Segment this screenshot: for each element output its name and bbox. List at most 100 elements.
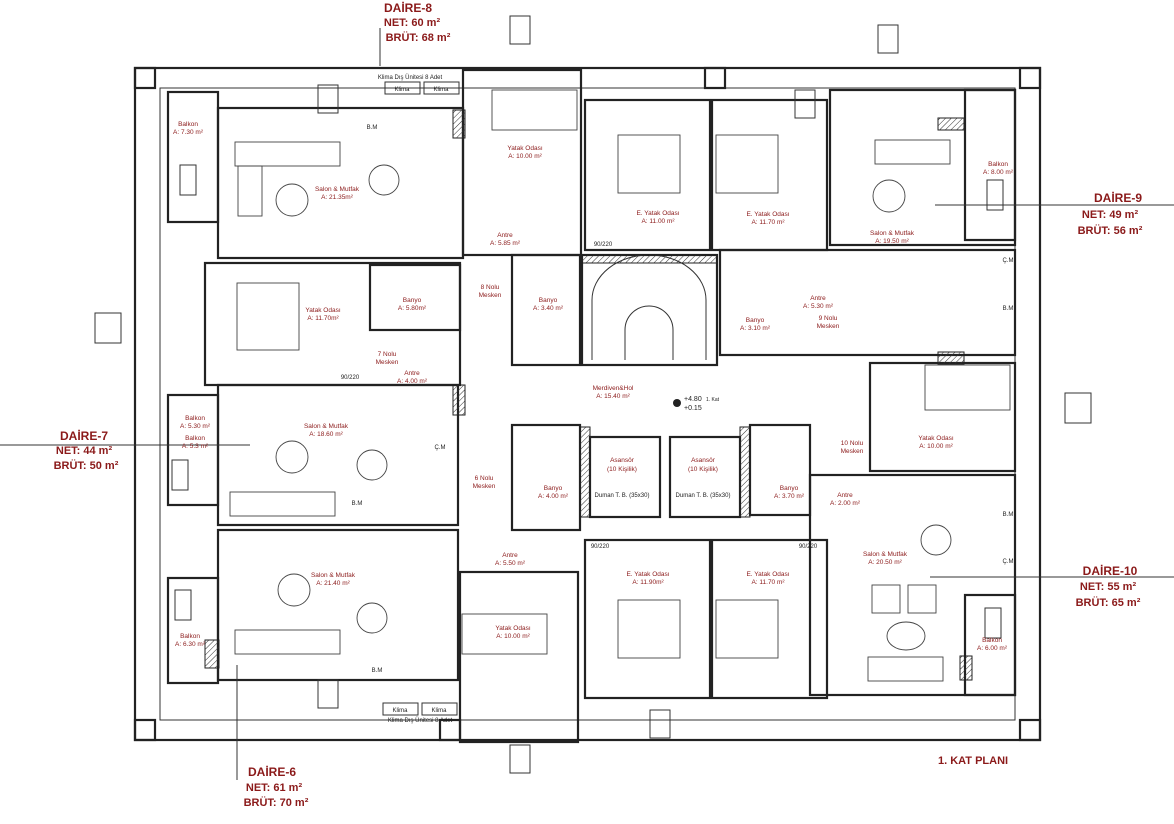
room-name: Balkon (185, 415, 205, 422)
ac-units-bottom: Klima Klima Klima Dış Ünitesi 8 Adet (382, 702, 458, 724)
room-area: Mesken (841, 448, 864, 455)
room-name: 9 Nolu (819, 315, 838, 322)
svg-text:B.M: B.M (367, 125, 378, 131)
room-area: A: 3.70 m² (774, 493, 805, 500)
room-name: Antre (810, 295, 826, 302)
room-area: A: 10.00 m² (508, 153, 542, 160)
svg-text:Ç.M: Ç.M (1003, 559, 1014, 565)
callout-daire-9: DAİRE-9 NET: 49 m² BRÜT: 56 m² (1078, 190, 1143, 237)
svg-text:(10 Kişilik): (10 Kişilik) (688, 466, 718, 473)
room-name: 7 Nolu (378, 351, 397, 358)
svg-text:(10 Kişilik): (10 Kişilik) (607, 466, 637, 473)
room-area: A: 2.00 m² (830, 500, 861, 507)
room-name: 8 Nolu (481, 284, 500, 291)
room-area: A: 11.70 m² (751, 219, 785, 226)
building-walls (133, 66, 1042, 744)
room-name: Balkon (982, 637, 1002, 644)
elevator-2: Asansör (10 Kişilik) Duman T. B. (35x30) (676, 457, 731, 499)
svg-text:NET: 49 m²: NET: 49 m² (1082, 209, 1139, 221)
room-name: Balkon (178, 121, 198, 128)
room-area: A: 11.70m² (307, 315, 339, 322)
plan-title: 1. KAT PLANI (938, 755, 1008, 767)
room-area: A: 18.60 m² (309, 431, 343, 438)
room-name: Antre (837, 492, 853, 499)
room-name: Banyo (746, 317, 765, 324)
room-area: Mesken (473, 483, 496, 490)
room-name: Salon & Mutfak (315, 186, 360, 193)
room-area: A: 21.35m² (321, 194, 354, 201)
room-area: A: 19.50 m² (875, 238, 909, 245)
room-area: A: 5.85 m² (490, 240, 521, 247)
furniture (0, 15, 1174, 780)
door-size-labels: 90/220 90/220 90/220 90/220 (341, 242, 818, 550)
svg-text:B.M: B.M (352, 501, 363, 507)
room-name: E. Yatak Odası (746, 211, 789, 218)
room-name: Banyo (539, 297, 558, 304)
svg-text:Klima Dış Ünitesi 8 Adet: Klima Dış Ünitesi 8 Adet (388, 717, 453, 724)
svg-text:DAİRE-8: DAİRE-8 (384, 0, 432, 15)
room-area: A: 21.40 m² (316, 580, 350, 587)
level-marker: +4.80 1. Kat +0.15 (673, 396, 720, 412)
svg-text:DAİRE-10: DAİRE-10 (1083, 563, 1138, 578)
callout-daire-6: DAİRE-6 NET: 61 m² BRÜT: 70 m² (244, 764, 309, 809)
svg-text:Asansör: Asansör (610, 457, 635, 464)
room-area: A: 11.90m² (632, 579, 664, 586)
svg-text:NET: 61 m²: NET: 61 m² (246, 782, 303, 794)
svg-text:+0.15: +0.15 (684, 405, 702, 412)
room-area: A: 5.3 m² (182, 443, 209, 450)
svg-text:Ç.M: Ç.M (435, 445, 446, 451)
svg-text:Klima: Klima (431, 708, 447, 714)
room-area: A: 4.00 m² (538, 493, 569, 500)
svg-text:Duman T. B. (35x30): Duman T. B. (35x30) (595, 493, 650, 499)
elevator-1: Asansör (10 Kişilik) Duman T. B. (35x30) (595, 457, 650, 499)
room-name: E. Yatak Odası (626, 571, 669, 578)
callout-daire-8: DAİRE-8 NET: 60 m² BRÜT: 68 m² (384, 0, 451, 44)
svg-text:1. Kat: 1. Kat (706, 397, 720, 403)
room-name: Antre (502, 552, 518, 559)
door-size-label: 90/220 (799, 544, 818, 550)
room-name: Yatak Odası (507, 145, 542, 152)
svg-text:B.M: B.M (372, 668, 383, 674)
svg-text:DAİRE-9: DAİRE-9 (1094, 190, 1142, 205)
svg-text:DAİRE-7: DAİRE-7 (60, 428, 108, 443)
room-name: Banyo (544, 485, 563, 492)
svg-text:Klima: Klima (394, 87, 410, 93)
svg-text:Asansör: Asansör (691, 457, 716, 464)
room-name: Salon & Mutfak (870, 230, 915, 237)
door-size-label: 90/220 (594, 242, 613, 248)
room-area: A: 11.70 m² (751, 579, 785, 586)
room-name: Antre (404, 370, 420, 377)
room-name: Balkon (988, 161, 1008, 168)
room-area: A: 8.00 m² (983, 169, 1014, 176)
room-name: E. Yatak Odası (746, 571, 789, 578)
room-name: Yatak Odası (918, 435, 953, 442)
room-area: A: 5.80m² (398, 305, 427, 312)
door-size-label: 90/220 (341, 375, 360, 381)
door-size-label: 90/220 (591, 544, 610, 550)
